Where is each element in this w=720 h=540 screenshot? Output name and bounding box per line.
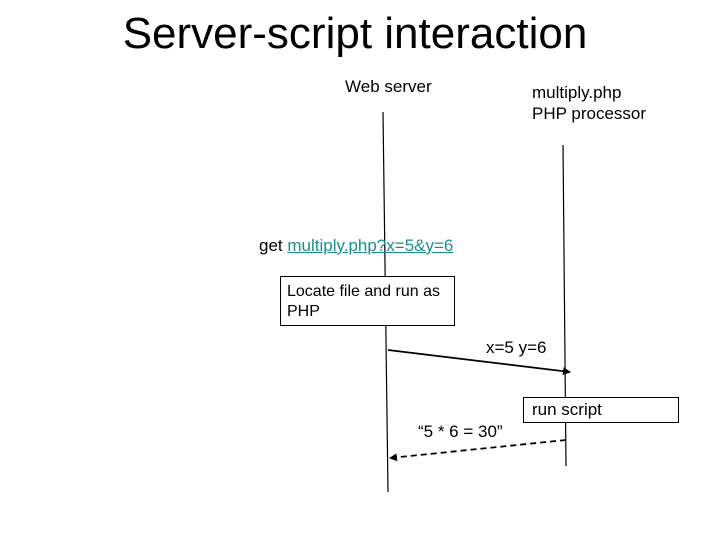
php-processor-name: PHP processor	[532, 104, 647, 123]
request-message: get multiply.php?x=5&y=6	[259, 235, 453, 257]
php-file-name: multiply.php	[532, 83, 622, 102]
page-title: Server-script interaction	[122, 9, 588, 58]
request-prefix: get	[259, 236, 288, 255]
run-script-note: run script	[523, 397, 679, 423]
result-label: “5 * 6 = 30”	[418, 422, 503, 441]
php-processor-label: multiply.php PHP processor	[532, 82, 646, 124]
web-server-label: Web server	[345, 77, 432, 96]
request-link[interactable]: multiply.php?x=5&y=6	[287, 236, 454, 255]
params-arrow	[387, 349, 571, 376]
locate-file-note: Locate file and run as PHP	[280, 276, 455, 326]
params-label: x=5 y=6	[486, 338, 547, 357]
php-processor-lifeline	[562, 144, 567, 467]
